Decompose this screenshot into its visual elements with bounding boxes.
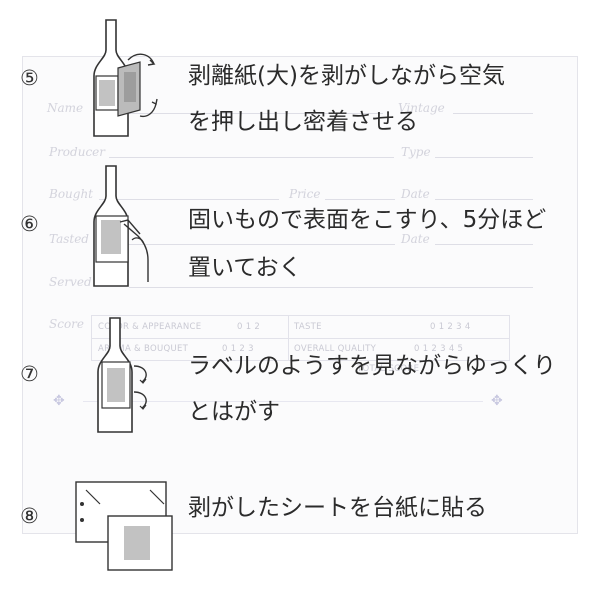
card-field-date: Date: [401, 232, 430, 246]
fleur-ornament-icon: ✥: [53, 393, 65, 409]
step-number: ⑧: [20, 504, 39, 528]
step-6-line-1: 固いもので表面をこすり、5分ほど: [188, 207, 547, 233]
card-line: [325, 199, 395, 200]
score-taste-label: TASTE: [294, 322, 322, 332]
step-7-line-1: ラベルのようすを見ながらゆっくり: [188, 353, 556, 379]
card-line: [99, 244, 395, 245]
card-field-bought: Bought: [49, 187, 94, 201]
score-table: COLOR & APPEARANCE 0 1 2 AROMA & BOUQUET…: [91, 315, 510, 374]
card-line: [453, 113, 533, 114]
step-7-line-2: とはがす: [188, 399, 280, 425]
card-field-producer: Producer: [49, 145, 106, 159]
score-aroma-label: AROMA & BOUQUET: [98, 344, 189, 354]
score-aroma-scale: 0 1 2 3: [222, 344, 254, 354]
step-number: ⑤: [20, 66, 39, 90]
fleur-ornament-icon: ✥: [491, 393, 503, 409]
card-line: [129, 287, 533, 288]
score-overall-scale: 0 1 2 3 4 5: [414, 344, 464, 354]
score-total-label: TOTAL SCORE: [357, 364, 420, 374]
bottle-lift-icon: [97, 317, 147, 433]
step-6-line-2: 置いておく: [188, 255, 302, 281]
bottle-rub-icon: [93, 165, 149, 287]
step-8-line-1: 剥がしたシートを台紙に貼る: [188, 495, 487, 521]
bottle-peel-icon: [93, 19, 158, 137]
step-number: ⑦: [20, 362, 39, 386]
card-field-name: Name: [47, 101, 84, 115]
score-color-scale: 0 1 2: [237, 322, 261, 332]
card-line: [93, 113, 383, 114]
card-line: [435, 157, 533, 158]
card-mount-icon: [75, 481, 173, 571]
card-line: [83, 401, 483, 402]
card-field-score: Score: [49, 317, 85, 331]
card-line: [99, 199, 279, 200]
card-line: [435, 244, 533, 245]
score-color-label: COLOR & APPEARANCE: [98, 322, 202, 332]
card-field-price: Price: [289, 187, 321, 201]
card-line: [435, 199, 533, 200]
step-number: ⑥: [20, 212, 39, 236]
card-field-type: Type: [401, 145, 431, 159]
card-line: [109, 157, 394, 158]
card-field-vintage: Vintage: [398, 101, 445, 115]
step-5-line-1: 剥離紙(大)を剥がしながら空気: [188, 63, 505, 89]
score-taste-scale: 0 1 2 3 4: [430, 322, 471, 332]
card-field-tasted: Tasted: [49, 232, 89, 246]
step-5-line-2: を押し出し密着させる: [188, 109, 418, 135]
score-overall-label: OVERALL QUALITY: [294, 344, 377, 354]
card-field-date: Date: [401, 187, 430, 201]
